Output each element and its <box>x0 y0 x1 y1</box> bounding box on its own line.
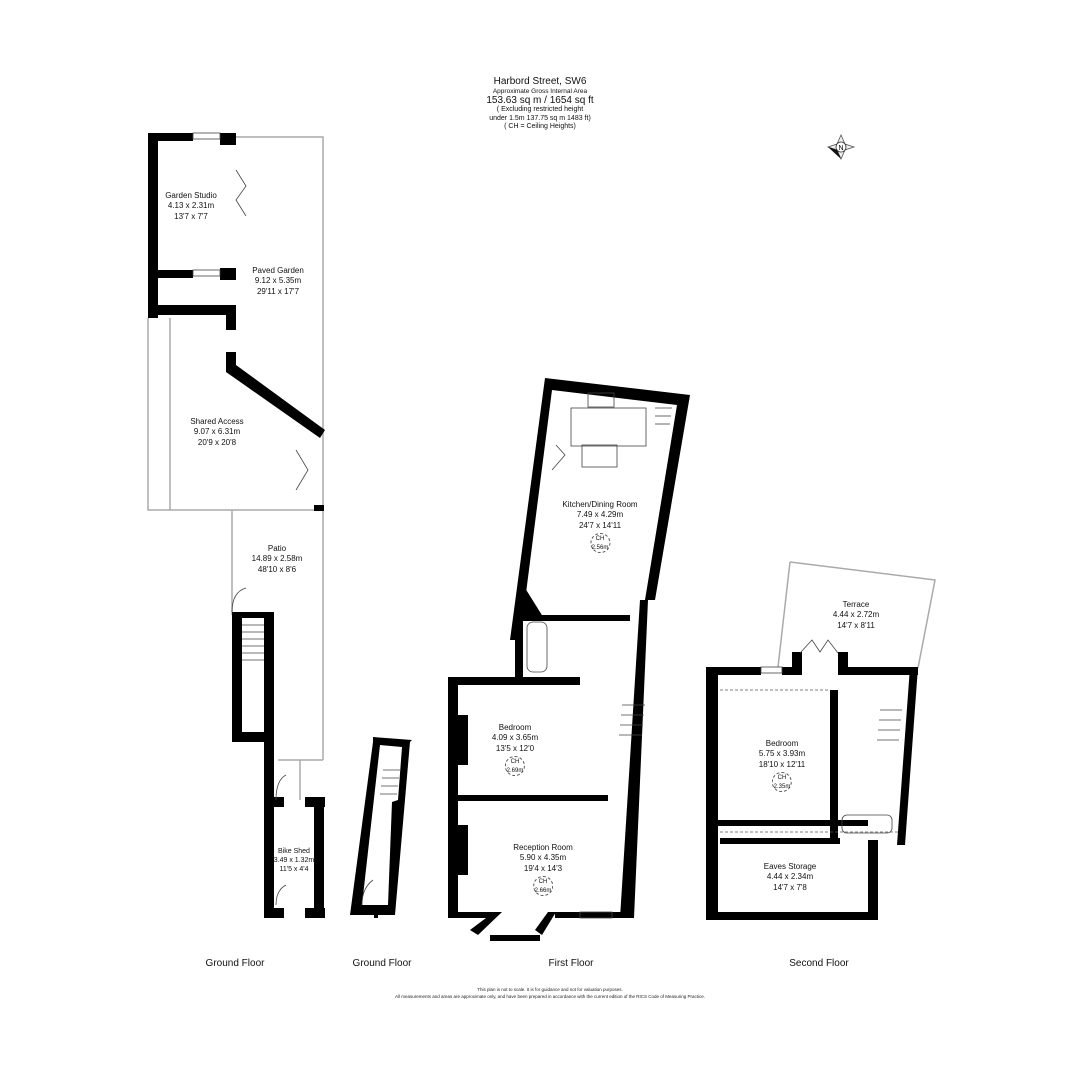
room-name: Kitchen/Dining Room <box>562 500 638 509</box>
room-imperial: 20'9 x 20'8 <box>197 437 237 447</box>
terrace-boundary <box>789 561 936 669</box>
room-bedroom-second: Bedroom 5.75 x 3.93m 18'10 x 12'11 CH 2.… <box>758 739 806 793</box>
room-name: Terrace <box>842 600 870 609</box>
room-name: Garden Studio <box>165 191 217 200</box>
room-metric: 9.07 x 6.31m <box>193 427 241 437</box>
room-eaves-storage: Eaves Storage 4.44 x 2.34m 14'7 x 7'8 <box>764 862 816 893</box>
room-imperial: 13'5 x 12'0 <box>495 743 535 753</box>
room-name: Bedroom <box>765 739 799 748</box>
ceiling-height-badge: CH 2.69m <box>505 756 525 777</box>
room-metric: 4.44 x 2.34m <box>766 872 814 882</box>
plan-header: Harbord Street, SW6 Approximate Gross In… <box>460 76 620 131</box>
room-metric: 4.44 x 2.72m <box>832 610 880 620</box>
stairs <box>242 407 902 795</box>
compass-label: N <box>838 145 843 152</box>
floor-label-first: First Floor <box>548 958 594 969</box>
bath <box>526 621 548 673</box>
room-terrace: Terrace 4.44 x 2.72m 14'7 x 8'11 <box>833 600 879 631</box>
kitchen-island <box>570 407 647 447</box>
area-subtitle: Approximate Gross Internal Area <box>492 87 588 95</box>
sink <box>587 392 615 408</box>
room-reception: Reception Room 5.90 x 4.35m 19'4 x 14'3 … <box>513 843 573 897</box>
room-name: Reception Room <box>513 843 573 852</box>
room-imperial: 14'7 x 7'8 <box>773 882 807 892</box>
room-metric: 3.49 x 1.32m <box>273 857 315 865</box>
property-title: Harbord Street, SW6 <box>493 76 587 87</box>
room-imperial: 13'7 x 7'7 <box>174 211 208 221</box>
room-imperial: 19'4 x 14'3 <box>523 863 563 873</box>
restricted-note-1: ( Excluding restricted height <box>496 106 584 114</box>
room-name: Bedroom <box>498 723 532 732</box>
compass-north-icon: N <box>826 133 856 166</box>
room-name: Eaves Storage <box>763 862 817 871</box>
room-imperial: 29'11 x 17'7 <box>256 286 300 296</box>
gross-area: 153.63 sq m / 1654 sq ft <box>486 94 594 106</box>
room-bedroom-first: Bedroom 4.09 x 3.65m 13'5 x 12'0 CH 2.69… <box>491 723 539 777</box>
room-imperial: 48'10 x 8'6 <box>257 564 297 574</box>
floor-label-second: Second Floor <box>789 958 849 969</box>
room-imperial: 24'7 x 14'11 <box>578 520 622 530</box>
room-patio: Patio 14.89 x 2.58m 48'10 x 8'6 <box>252 544 303 575</box>
room-name: Patio <box>267 544 287 553</box>
room-paved-garden: Paved Garden 9.12 x 5.35m 29'11 x 17'7 <box>252 266 304 297</box>
room-name: Bike Shed <box>278 848 310 855</box>
room-bike-shed: Bike Shed 3.49 x 1.32m 11'5 x 4'4 <box>274 847 314 874</box>
disclaimer: This plan is not to scale. It is for gui… <box>370 987 730 1001</box>
room-metric: 4.13 x 2.31m <box>167 201 215 211</box>
room-metric: 7.49 x 4.29m <box>576 510 624 520</box>
room-name: Shared Access <box>190 417 244 426</box>
room-metric: 5.90 x 4.35m <box>519 853 567 863</box>
room-metric: 4.09 x 3.65m <box>491 733 539 743</box>
room-imperial: 14'7 x 8'11 <box>837 620 875 630</box>
ceiling-height-badge: CH 2.35m <box>772 772 792 793</box>
room-shared-access: Shared Access 9.07 x 6.31m 20'9 x 20'8 <box>190 417 243 448</box>
room-imperial: 11'5 x 4'4 <box>279 866 309 874</box>
room-garden-studio: Garden Studio 4.13 x 2.31m 13'7 x 7'7 <box>165 191 217 222</box>
room-metric: 14.89 x 2.58m <box>251 554 303 564</box>
entrance-arrow-icon <box>372 906 380 913</box>
room-imperial: 18'10 x 12'11 <box>758 759 806 769</box>
room-kitchen-dining: Kitchen/Dining Room 7.49 x 4.29m 24'7 x … <box>562 500 638 554</box>
disclaimer-line-1: This plan is not to scale. It is for gui… <box>477 987 623 992</box>
restricted-note-2: under 1.5m 137.75 sq m 1483 ft) <box>489 114 591 122</box>
floor-label-ground-2: Ground Floor <box>352 958 412 969</box>
ceiling-height-badge: CH 2.56m <box>590 533 610 554</box>
disclaimer-line-2: All measurements and areas are approxima… <box>394 993 706 999</box>
room-name: Paved Garden <box>252 266 304 275</box>
room-metric: 9.12 x 5.35m <box>254 276 302 286</box>
ceiling-height-badge: CH 2.66m <box>533 876 553 897</box>
ceiling-height-note: ( CH = Ceiling Heights) <box>504 122 576 130</box>
floor-label-ground-1: Ground Floor <box>205 958 265 969</box>
room-metric: 5.75 x 3.93m <box>758 749 806 759</box>
